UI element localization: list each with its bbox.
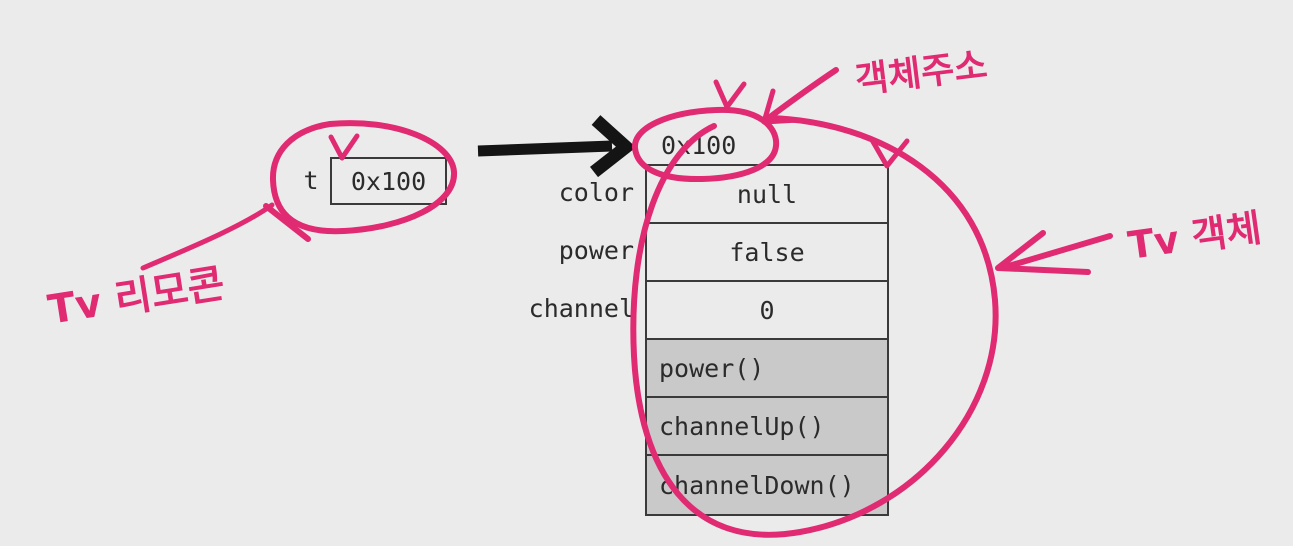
heap-object-box: null false 0 power() channelUp() channel… — [645, 164, 889, 516]
heap-object-address-label: 0x100 — [661, 131, 737, 160]
callout-arrow-tv-object — [995, 230, 1113, 275]
object-method-power: power() — [647, 340, 887, 398]
object-method-channel-up: channelUp() — [647, 398, 887, 456]
field-label-power: power — [558, 236, 634, 265]
annotation-tv-remote: Tv 리모콘 — [45, 260, 228, 334]
stack-variable-name: t — [303, 166, 319, 195]
object-field-channel: 0 — [647, 282, 887, 340]
annotation-object-address: 객체주소 — [852, 44, 990, 102]
field-label-column: color power channel — [420, 164, 638, 338]
object-method-channel-down: channelDown() — [647, 456, 887, 514]
object-field-color: null — [647, 166, 887, 224]
field-label-color: color — [558, 178, 634, 207]
callout-arrow-object-address — [761, 67, 839, 125]
object-field-power: false — [647, 224, 887, 282]
annotation-tv-object: Tv 객체 — [1125, 205, 1265, 268]
field-label-channel: channel — [528, 294, 634, 323]
